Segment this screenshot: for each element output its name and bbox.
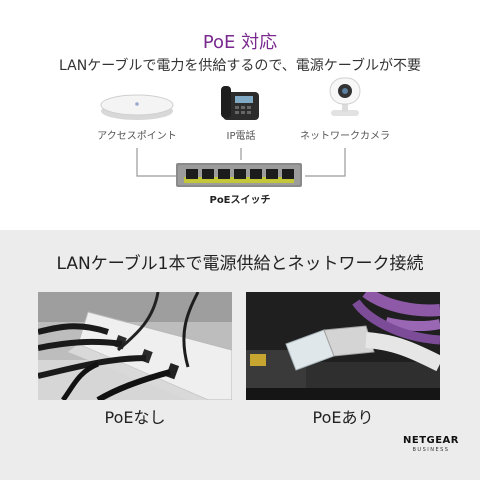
caption-without-poe: PoEなし [104,408,166,427]
switch-label: PoEスイッチ [209,195,271,206]
network-camera-icon [329,77,361,116]
device-label-ip-phone: IP電話 [226,131,256,142]
section-headline: LANケーブル1本で電源供給とネットワーク接続 [56,254,424,274]
caption-with-poe: PoEあり [312,408,374,427]
poe-switch-icon [176,163,302,187]
device-label-access-point: アクセスポイント [97,131,177,142]
subtitle: LANケーブルで電力を供給するので、電源ケーブルが不要 [59,58,421,74]
logo-subtext: BUSINESS [412,447,450,453]
access-point-icon [100,94,174,120]
logo-text: NETGEAR [403,435,459,446]
photo-without-poe [38,292,232,400]
poe-title: PoE 対応 [202,32,278,53]
ip-phone-icon [221,86,259,120]
connection-lines [136,148,346,177]
top-panel: PoE 対応 LANケーブルで電力を供給するので、電源ケーブルが不要 アクセスポ… [0,0,480,230]
netgear-logo: NETGEAR BUSINESS [396,435,466,453]
photo-with-poe [246,292,440,400]
device-label-network-camera: ネットワークカメラ [300,131,390,142]
